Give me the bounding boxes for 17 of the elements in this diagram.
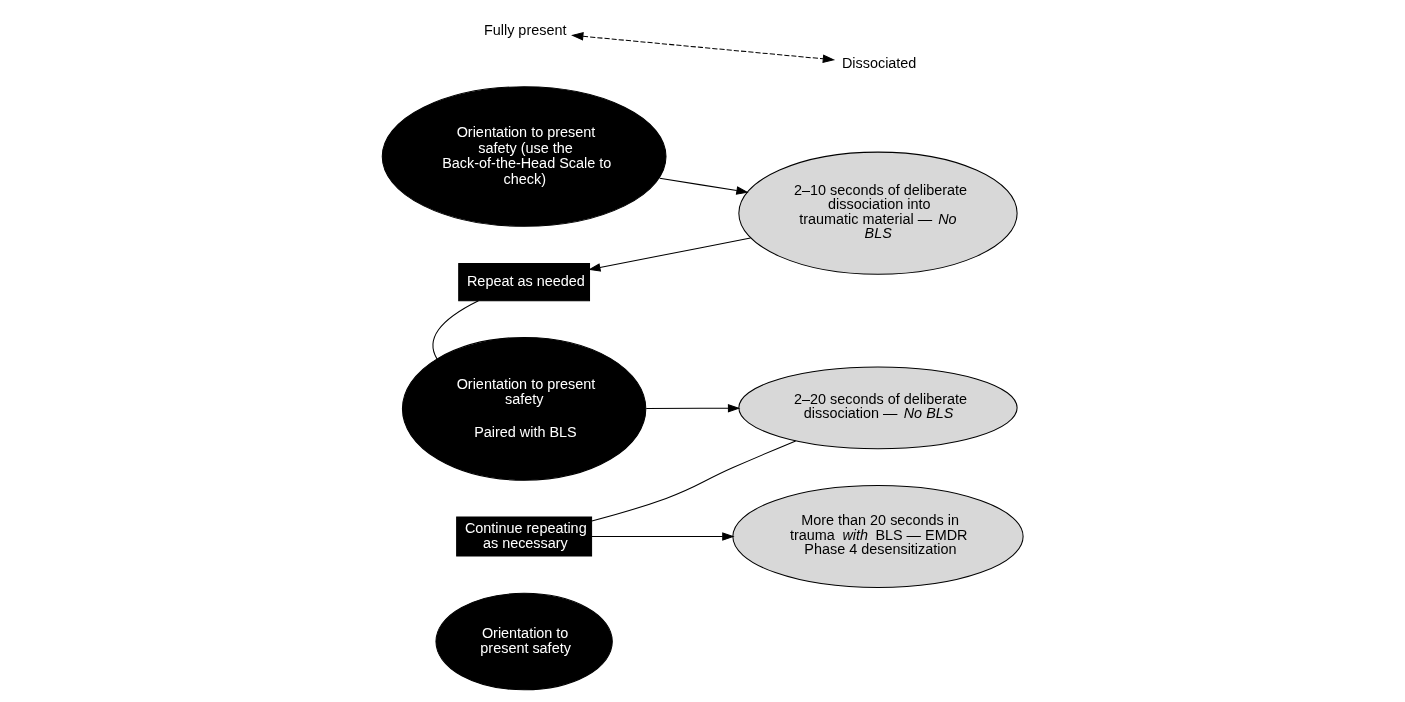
node-ellipse: 2–20 seconds of deliberate dissociation — No BLS bbox=[738, 366, 1018, 450]
node-ellipse: Orientation to present safety (use the Back-of-the-Head Scale to check) bbox=[381, 86, 667, 227]
arrow bbox=[645, 403, 741, 413]
node-ellipse: More than 20 seconds in trauma with BLS — EMDR Phase 4 desensitization bbox=[732, 485, 1024, 589]
arrow bbox=[659, 177, 749, 195]
node-ellipse: Orientation to present safety bbox=[435, 592, 613, 691]
node-ellipse: Orientation to present safety Paired with BLS bbox=[401, 336, 647, 481]
node-box: Repeat as needed bbox=[458, 263, 591, 302]
node-ellipse: 2–10 seconds of deliberate dissociation into traumatic material — No BLS bbox=[738, 151, 1018, 275]
arrow bbox=[591, 532, 735, 541]
connector bbox=[432, 300, 479, 360]
connector bbox=[591, 440, 797, 522]
arrow bbox=[571, 32, 836, 64]
node-box: Continue repeating as necessary bbox=[456, 516, 593, 557]
node-text: Dissociated bbox=[841, 54, 917, 71]
node-text: Fully present bbox=[483, 21, 567, 38]
arrow bbox=[588, 237, 751, 272]
